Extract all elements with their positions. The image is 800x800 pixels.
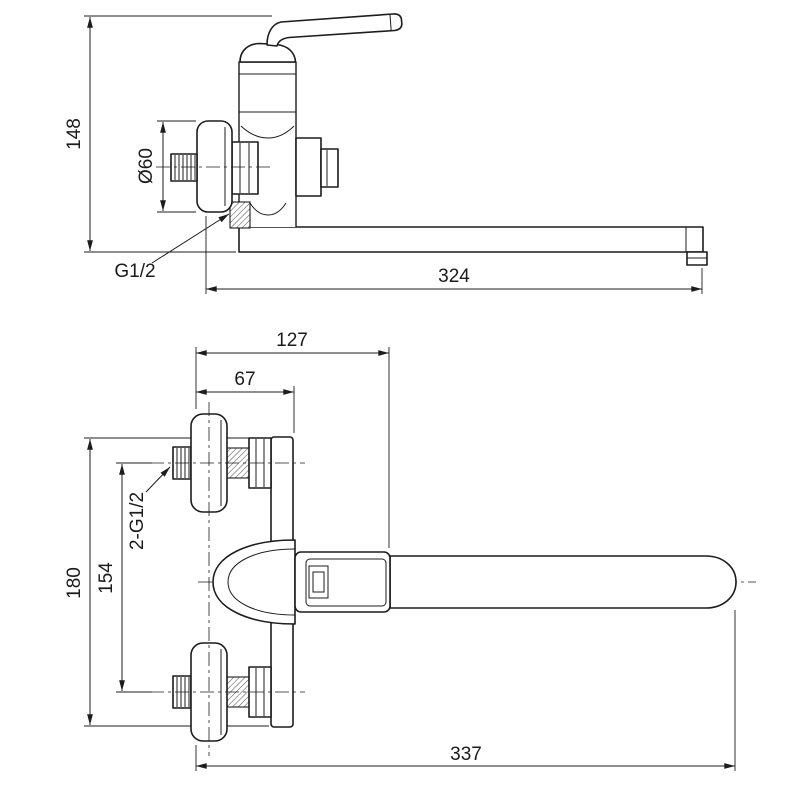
body-thread-hatch xyxy=(229,201,251,229)
diverter-outlet xyxy=(295,137,322,197)
dim-label-154: 154 xyxy=(96,562,117,594)
mixer-body-plan xyxy=(212,539,296,625)
dim-label-324: 324 xyxy=(438,266,470,287)
side-view-dimension-lines xyxy=(84,15,703,294)
side-view-faucet xyxy=(170,13,708,266)
dim-label-127: 127 xyxy=(276,330,308,351)
plan-view-faucet xyxy=(172,413,737,742)
nipple-thread-lines xyxy=(174,155,196,180)
leader-thread-2g12 xyxy=(145,466,171,493)
handle-plan xyxy=(294,551,391,613)
dim-label-2g12: 2-G1/2 xyxy=(127,492,148,550)
dim-label-337: 337 xyxy=(450,744,482,765)
mounting-nut-side xyxy=(231,141,259,195)
leader-thread-g12 xyxy=(151,213,230,264)
handle-dome xyxy=(239,42,297,63)
spout-plan xyxy=(389,555,737,609)
dim-label-flange-diameter: Ø60 xyxy=(136,148,157,184)
handle-lever xyxy=(266,13,403,47)
dim-label-67: 67 xyxy=(234,369,255,390)
plan-view: 127 67 2-G1/2 154 180 337 xyxy=(64,330,756,771)
dim-label-148: 148 xyxy=(64,118,85,150)
side-view: 148 Ø60 G1/2 324 xyxy=(64,13,708,294)
diverter-knob xyxy=(320,148,339,188)
dim-label-g12: G1/2 xyxy=(114,261,155,282)
dim-label-180: 180 xyxy=(64,567,85,599)
spout-side xyxy=(238,226,704,253)
wall-flange-side xyxy=(196,120,233,213)
